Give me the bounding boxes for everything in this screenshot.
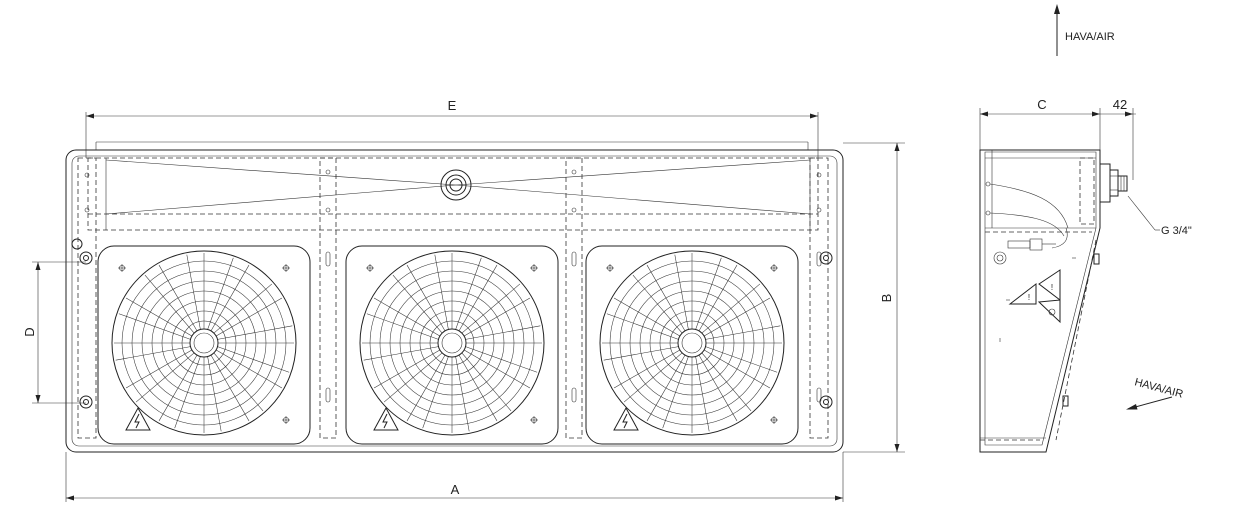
dimension-d: D xyxy=(22,261,86,404)
screw-icon xyxy=(770,264,778,272)
warning-triangle-icon xyxy=(373,406,399,431)
plenum-hidden xyxy=(87,157,819,231)
air-side-label: HAVA/AIR xyxy=(1133,376,1184,400)
pipe-connector-front xyxy=(440,169,472,201)
dim-e-label: E xyxy=(448,98,457,113)
dim-d-label: D xyxy=(22,327,37,336)
screw-icon xyxy=(530,416,538,424)
dimension-a: A xyxy=(65,452,844,502)
dim-c-label: C xyxy=(1037,97,1046,112)
dimension-c: C xyxy=(979,97,1101,150)
dim-b-label: B xyxy=(879,294,894,303)
side-view: ! ! G 3/4" xyxy=(979,149,1192,453)
air-direction-left: HAVA/AIR xyxy=(1126,376,1184,410)
screw-icon xyxy=(366,264,374,272)
dimension-e: E xyxy=(85,98,819,158)
front-view xyxy=(65,149,844,453)
air-direction-up: HAVA/AIR xyxy=(1054,4,1115,56)
pipe-fitting-side xyxy=(1099,163,1128,203)
screw-icon xyxy=(282,264,290,272)
brackets xyxy=(77,157,829,439)
dimension-42: 42 xyxy=(1100,97,1136,180)
fan-group xyxy=(97,245,799,445)
warning-triangle-icon xyxy=(125,406,151,431)
svg-text:!: ! xyxy=(1028,293,1030,302)
fan-unit xyxy=(345,245,559,445)
screw-icon xyxy=(770,416,778,424)
warning-triangle-icon xyxy=(613,406,639,431)
fan-unit xyxy=(585,245,799,445)
housing-outline xyxy=(65,149,844,453)
mounting-holes xyxy=(71,238,833,409)
fan-unit xyxy=(97,245,311,445)
air-top-label: HAVA/AIR xyxy=(1065,31,1115,43)
svg-text:!: ! xyxy=(1051,283,1053,292)
screw-icon xyxy=(530,264,538,272)
dim-a-label: A xyxy=(451,482,460,497)
dimension-b: B xyxy=(843,142,905,453)
dim-42-label: 42 xyxy=(1113,97,1127,112)
screw-icon xyxy=(282,416,290,424)
screw-icon xyxy=(118,264,126,272)
screw-icon xyxy=(606,264,614,272)
housing-inner-outline xyxy=(71,155,838,447)
warning-icon: ! ! xyxy=(1008,269,1061,324)
pipe-label: G 3/4" xyxy=(1161,225,1192,237)
